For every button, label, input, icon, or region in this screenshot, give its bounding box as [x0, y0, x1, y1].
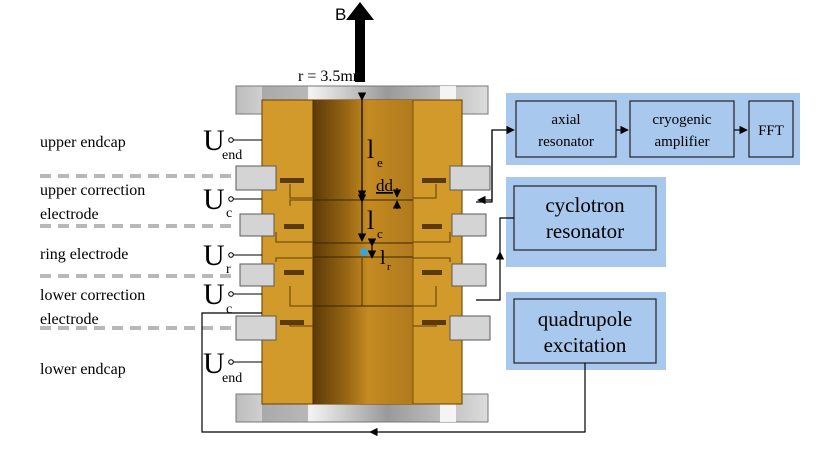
- voltage-U-c-top: U c: [203, 183, 232, 221]
- label-upper-correction-2: electrode: [40, 206, 99, 223]
- fft-label: FFT: [758, 123, 784, 139]
- box-cryogenic-amplifier: cryogenic amplifier: [629, 100, 735, 158]
- quadrupole-line-1: quadrupole: [538, 307, 632, 331]
- le-main: l: [367, 135, 374, 164]
- le-sub: e: [377, 155, 383, 170]
- length-le: l e: [367, 135, 383, 170]
- u-r-sub: r: [226, 262, 231, 277]
- voltage-U-end-bottom: U end: [203, 347, 242, 386]
- voltage-U-r: U r: [203, 239, 231, 277]
- box-axial-resonator: axial resonator: [506, 93, 628, 165]
- label-ring: ring electrode: [40, 246, 128, 263]
- dimension-lines: [357, 92, 402, 259]
- length-d: dd: [376, 176, 394, 195]
- lr-sub: r: [387, 261, 391, 273]
- box-cyclotron-resonator: cyclotron resonator: [506, 177, 666, 267]
- signal-wires: [201, 125, 748, 437]
- u-c-top-sub: c: [226, 206, 232, 221]
- trapped-ion: [360, 248, 368, 256]
- axial-line-2: resonator: [538, 134, 594, 150]
- u-end-top-sub: end: [222, 148, 242, 163]
- cryogenic-line-2: amplifier: [655, 134, 710, 150]
- voltage-terminals: [228, 137, 262, 365]
- u-c-top-main: U: [203, 183, 225, 216]
- magnetic-field-arrow: [346, 2, 374, 82]
- u-r-main: U: [203, 239, 225, 272]
- lc-sub: c: [377, 226, 383, 241]
- label-upper-endcap: upper endcap: [40, 134, 126, 151]
- label-upper-correction-1: upper correction: [40, 182, 145, 199]
- cyclotron-line-1: cyclotron: [545, 193, 625, 217]
- label-lower-correction-1: lower correction: [40, 287, 145, 304]
- insulators-right: [449, 165, 491, 341]
- lr-main: l: [380, 247, 386, 269]
- field-label: B: [335, 5, 346, 24]
- box-fft: FFT: [748, 100, 794, 158]
- u-c-bottom-sub: c: [226, 302, 232, 317]
- u-end-bottom-main: U: [203, 347, 225, 380]
- u-end-top-main: U: [203, 124, 225, 157]
- axial-line-1: axial: [551, 112, 580, 128]
- length-lc: l c: [367, 206, 383, 241]
- quadrupole-line-2: excitation: [544, 333, 627, 357]
- length-lr: l r: [380, 247, 391, 273]
- label-lower-endcap: lower endcap: [40, 361, 126, 378]
- label-lower-correction-2: electrode: [40, 311, 99, 328]
- lc-main: l: [367, 206, 374, 235]
- voltage-U-end-top: U end: [203, 124, 242, 163]
- u-end-bottom-sub: end: [222, 371, 242, 386]
- cryogenic-line-1: cryogenic: [652, 112, 711, 128]
- radius-label: r = 3.5mm: [298, 68, 366, 85]
- dashed-separators: [40, 174, 236, 330]
- u-c-bottom-main: U: [203, 278, 225, 311]
- cyclotron-line-2: resonator: [546, 219, 624, 243]
- box-quadrupole-excitation: quadrupole excitation: [506, 292, 666, 370]
- insulators-left: [235, 165, 277, 341]
- voltage-U-c-bottom: U c: [203, 278, 232, 317]
